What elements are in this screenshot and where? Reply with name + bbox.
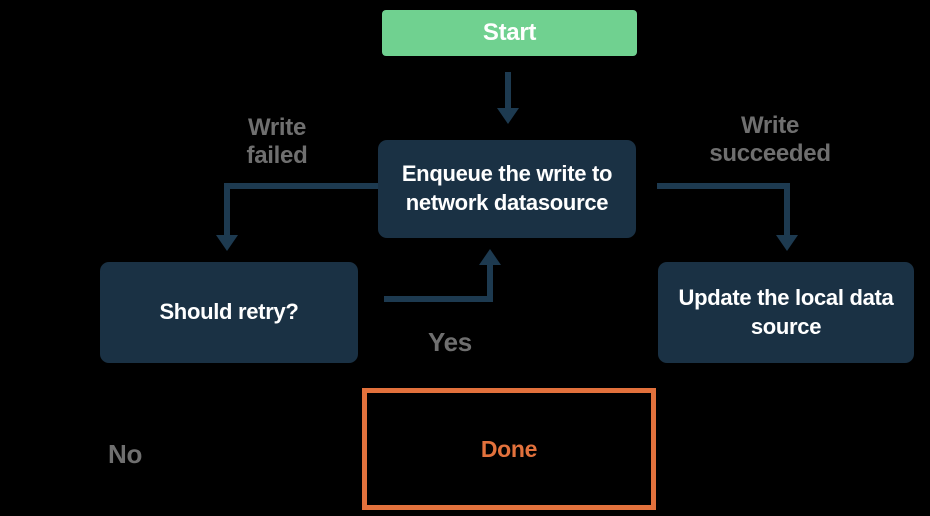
node-enqueue-write: Enqueue the write to network datasource xyxy=(378,140,636,238)
arrow-segment xyxy=(657,183,787,189)
arrowhead-down-icon xyxy=(216,235,238,251)
arrowhead-down-icon xyxy=(776,235,798,251)
arrow-segment xyxy=(505,72,511,110)
edge-label-yes: Yes xyxy=(428,327,472,357)
arrow-segment xyxy=(487,264,493,302)
edge-label-write-succeeded: Write succeeded xyxy=(709,112,831,167)
arrowhead-up-icon xyxy=(479,249,501,265)
arrow-segment xyxy=(384,296,490,302)
edge-label-no: No xyxy=(107,439,143,469)
edge-label-write-failed: Write failed xyxy=(246,114,308,169)
node-update-local-datasource: Update the local data source xyxy=(658,262,914,363)
arrowhead-down-icon xyxy=(497,108,519,124)
arrow-segment xyxy=(224,183,378,189)
arrow-segment xyxy=(784,183,790,235)
arrow-segment xyxy=(224,183,230,235)
node-done: Done xyxy=(362,388,656,510)
node-start: Start xyxy=(382,10,637,56)
node-should-retry: Should retry? xyxy=(100,262,358,363)
